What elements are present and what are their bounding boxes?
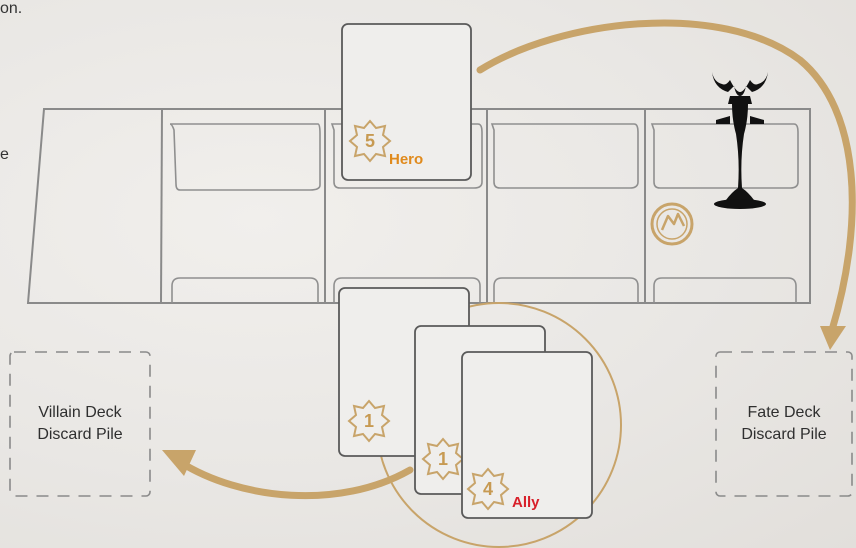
hero-card[interactable]: 5 Hero <box>342 24 471 180</box>
location-top-slots <box>170 124 798 190</box>
location-slot-4-top <box>652 124 798 188</box>
location-slot-3-top <box>492 124 638 188</box>
fate-token-icon[interactable] <box>652 204 692 244</box>
location-bottom-slots <box>172 278 796 303</box>
location-slot-1-bottom <box>172 278 318 303</box>
location-slot-3-bottom <box>494 278 638 303</box>
card-b-cost: 1 <box>438 449 448 469</box>
villain-arrow <box>180 462 410 496</box>
hero-card-cost: 5 <box>365 131 375 151</box>
ally-card[interactable]: 4 Ally <box>462 352 592 518</box>
hero-card-label: Hero <box>389 151 423 168</box>
location-slot-4-bottom <box>654 278 796 303</box>
villain-discard-label: Villain Deck Discard Pile <box>14 402 146 446</box>
ally-card-cost: 4 <box>483 479 493 499</box>
location-slot-1-top <box>170 124 320 190</box>
fate-arrow-head <box>820 326 846 350</box>
ally-card-label: Ally <box>512 494 540 511</box>
card-a-cost: 1 <box>364 411 374 431</box>
fate-discard-label: Fate Deck Discard Pile <box>720 402 848 446</box>
